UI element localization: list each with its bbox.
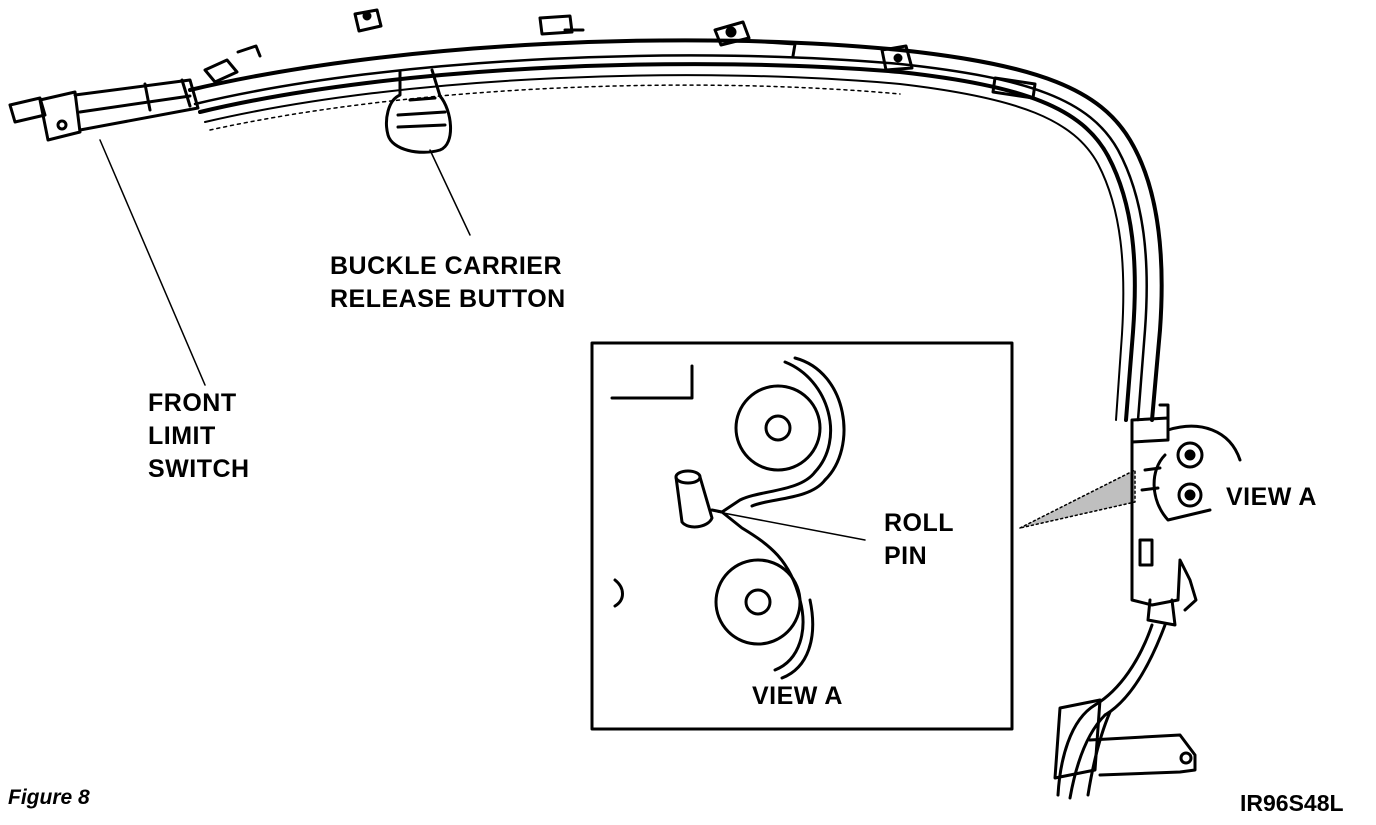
view-a-inset-drawing	[610, 356, 846, 680]
roll-pin-label-line1: ROLL	[884, 509, 955, 537]
front-limit-label-line1: FRONT	[148, 389, 237, 417]
track-rail	[188, 38, 1164, 422]
mounting-tabs	[203, 8, 1037, 100]
wiring-harness	[1053, 598, 1197, 800]
view-a-label-inset: VIEW A	[752, 682, 843, 710]
rear-roller-bracket	[1130, 403, 1242, 612]
front-limit-label-line3: SWITCH	[148, 455, 250, 483]
leader-lines	[99, 139, 866, 541]
buckle-carrier-label-line1: BUCKLE CARRIER	[330, 252, 562, 280]
front-limit-switch	[8, 78, 200, 142]
buckle-carrier-release-button	[385, 68, 453, 154]
figure-code: IR96S48L	[1240, 790, 1344, 816]
view-a-label-main: VIEW A	[1226, 483, 1317, 511]
view-a-callout-wedge	[1019, 469, 1136, 529]
view-a-inset-box	[590, 341, 1014, 731]
figure-caption: Figure 8	[8, 786, 90, 809]
roll-pin-label-line2: PIN	[884, 542, 928, 570]
buckle-carrier-label-line2: RELEASE BUTTON	[330, 285, 566, 313]
front-limit-label-line2: LIMIT	[148, 422, 216, 450]
